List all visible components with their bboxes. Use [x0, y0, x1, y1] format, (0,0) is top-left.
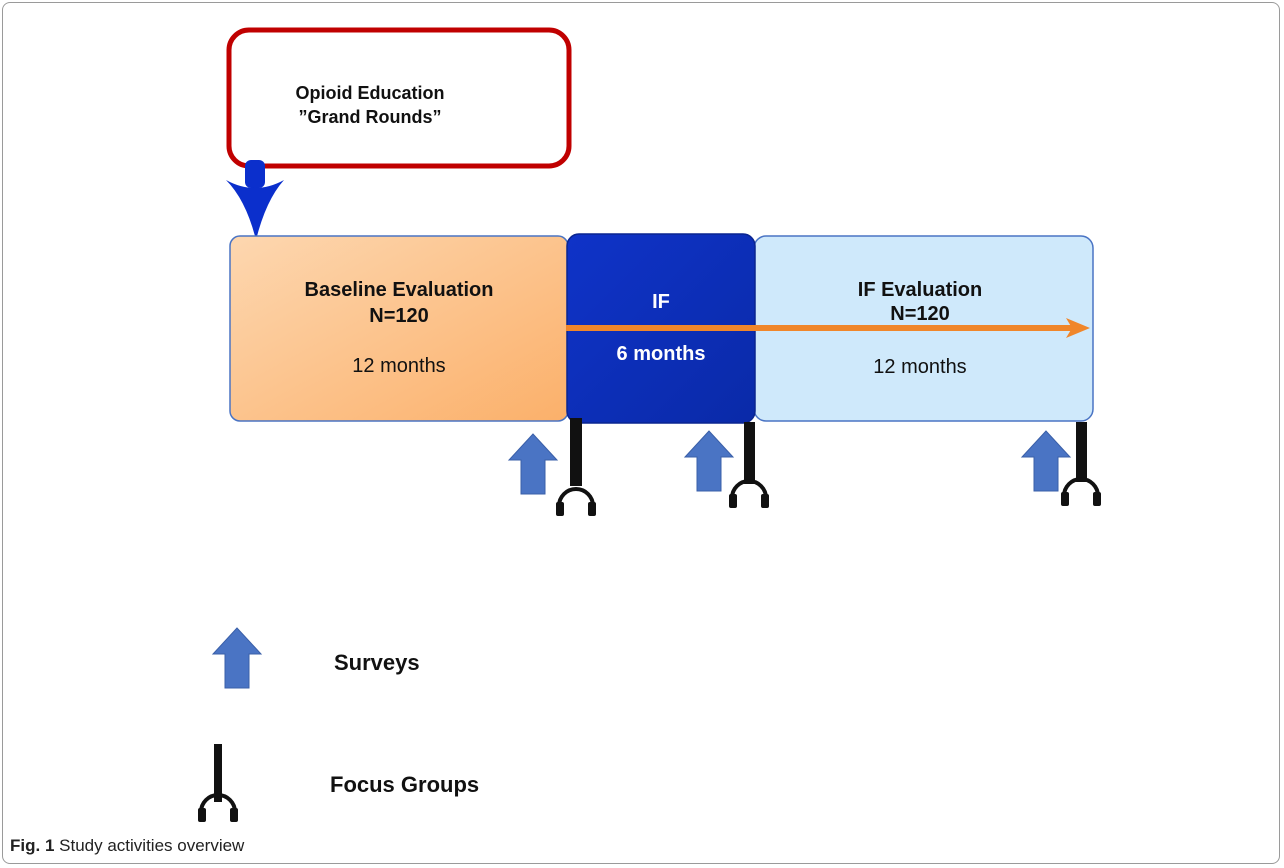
figure-caption-text: Study activities overview: [59, 836, 245, 855]
phase-baseline-n: N=120: [369, 305, 429, 327]
focus-group-post-icon: [1076, 422, 1087, 482]
figure-caption-label: Fig. 1: [10, 836, 55, 855]
phase-baseline-title: Baseline Evaluation: [305, 279, 494, 301]
callout-subtitle: ”Grand Rounds”: [299, 107, 442, 127]
phase-if-duration: 6 months: [617, 343, 706, 365]
phase-if-evaluation-n: N=120: [890, 303, 950, 325]
figure-caption: Fig. 1 Study activities overview: [10, 836, 244, 856]
callout-title: Opioid Education: [296, 83, 445, 103]
phase-baseline: Baseline Evaluation N=120 12 months: [229, 235, 569, 422]
survey-arrow-icon: [1021, 430, 1071, 492]
focus-group-post-icon: [570, 418, 582, 486]
timeline-arrow: [566, 318, 1090, 338]
legend-survey-arrow-icon: [212, 627, 262, 689]
timepoint-2-markers: [684, 422, 771, 510]
callout-pointer-arrow: [226, 160, 284, 240]
phase-if-evaluation-title: IF Evaluation: [858, 279, 982, 301]
phase-if-evaluation-duration: 12 months: [873, 356, 966, 378]
survey-arrow-icon: [684, 430, 734, 492]
legend-focus-group-post-icon: [214, 744, 222, 802]
headphones-icon: [727, 479, 771, 510]
legend-surveys-label: Surveys: [334, 650, 420, 675]
focus-group-post-icon: [744, 422, 755, 484]
headphones-icon: [1059, 477, 1103, 508]
survey-arrow-icon: [508, 433, 558, 495]
phase-baseline-duration: 12 months: [352, 355, 445, 377]
timepoint-3-markers: [1021, 422, 1103, 508]
legend-focus-groups-label: Focus Groups: [330, 772, 479, 797]
legend: Surveys Focus Groups: [196, 627, 479, 824]
timepoint-1-markers: [508, 418, 598, 518]
grand-rounds-callout: Opioid Education ”Grand Rounds”: [226, 27, 572, 169]
phase-if-title: IF: [652, 291, 670, 313]
headphones-icon: [554, 487, 598, 518]
